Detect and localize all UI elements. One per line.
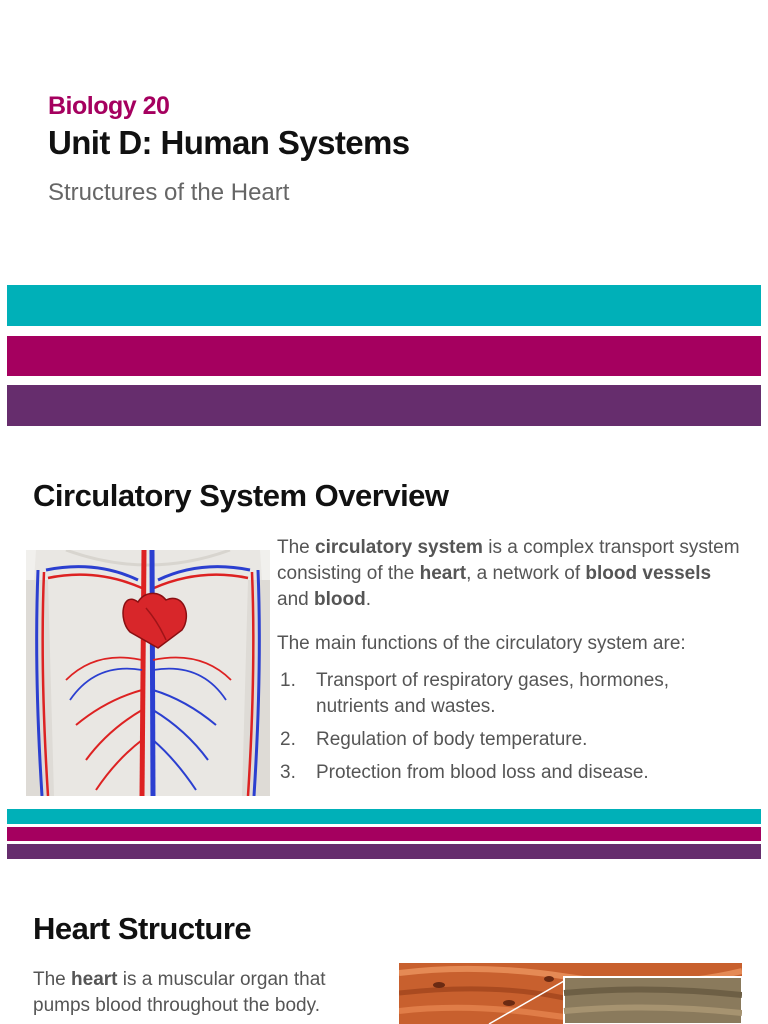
purple-stripe — [7, 385, 761, 426]
heart-structure-paragraph: The heart is a muscular organ that pumps… — [33, 969, 326, 1016]
overview-intro-paragraph: The circulatory system is a complex tran… — [277, 537, 740, 610]
magenta-stripe-small — [7, 827, 761, 841]
list-item: 3.Protection from blood loss and disease… — [280, 762, 649, 783]
magenta-stripe — [7, 336, 761, 376]
lesson-subtitle: Structures of the Heart — [48, 179, 290, 206]
overview-heading: Circulatory System Overview — [33, 478, 449, 513]
list-item: 2.Regulation of body temperature. — [280, 729, 588, 750]
purple-stripe-small — [7, 844, 761, 859]
list-item: 1.Transport of respiratory gases, hormon… — [280, 670, 670, 717]
teal-stripe — [7, 285, 761, 326]
functions-lead-text: The main functions of the circulatory sy… — [277, 633, 686, 654]
course-title: Biology 20 — [48, 92, 170, 120]
circulatory-system-illustration — [26, 550, 270, 796]
unit-title: Unit D: Human Systems — [48, 124, 410, 161]
heart-structure-heading: Heart Structure — [33, 911, 252, 946]
cardiac-muscle-micrograph — [399, 963, 742, 1024]
functions-list: 1.Transport of respiratory gases, hormon… — [277, 668, 747, 793]
teal-stripe-small — [7, 809, 761, 824]
